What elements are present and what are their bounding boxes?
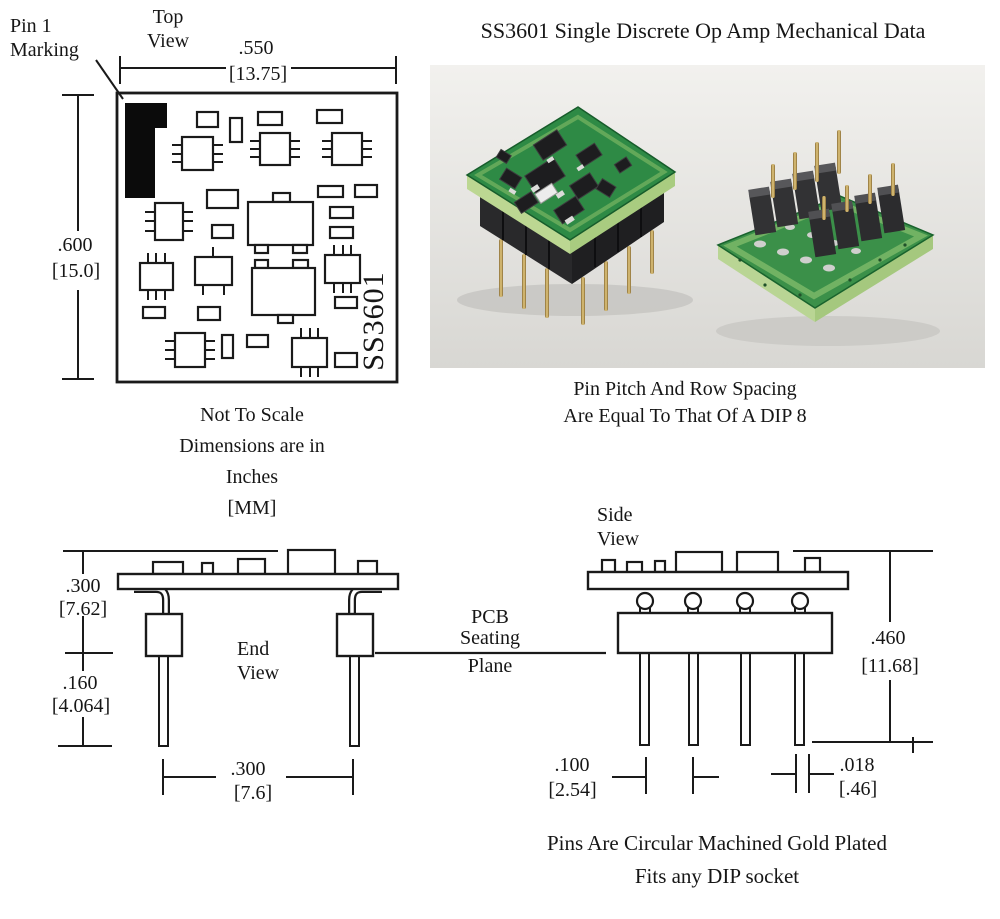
top-view-components [138, 108, 379, 369]
end-body-height-mm: [7.62] [58, 598, 108, 620]
pin1-marking-shape [125, 103, 167, 198]
pcb-cross-section [586, 570, 850, 591]
top-width-inches: .550 [238, 37, 274, 59]
board-silkscreen-text: SS3601 [357, 271, 390, 371]
pin1-marking-label: Pin 1 Marking [10, 15, 79, 61]
board-outline [115, 91, 399, 384]
side-pitch-mm: [2.54] [548, 779, 597, 801]
side-pin-diameter-mm: [.46] [838, 778, 878, 800]
pcb-cross-section [116, 572, 400, 591]
row-spacing-dimension-line [162, 759, 354, 795]
left-socket [144, 612, 184, 658]
top-height-mm: [15.0] [51, 260, 101, 282]
side-pin-diameter-inches: .018 [839, 754, 875, 776]
side-view-drawing [586, 550, 933, 794]
pin1-leader-line [95, 59, 124, 100]
end-pin-length-inches: .160 [62, 672, 98, 694]
pitch-dimension-line [612, 757, 719, 794]
photo-caption-line1: Pin Pitch And Row Spacing [573, 378, 797, 400]
photo-caption-line2: Are Equal To That Of A DIP 8 [563, 405, 807, 427]
side-view-label: Side View [597, 504, 640, 550]
ic-pins [145, 140, 372, 377]
solder-pads [508, 156, 585, 225]
end-row-spacing-inches: .300 [230, 758, 266, 780]
left-module-photo [465, 106, 677, 325]
footer-line2: Fits any DIP socket [634, 864, 800, 888]
smd-components [495, 129, 633, 225]
seating-plane-word-seating: Seating [460, 627, 520, 649]
end-row-spacing-mm: [7.6] [233, 782, 273, 804]
right-bent-lead [348, 585, 382, 614]
page-title: SS3601 Single Discrete Op Amp Mechanical… [480, 18, 926, 43]
side-overall-height-mm: [11.68] [861, 655, 919, 677]
end-view-drawing [58, 548, 400, 795]
end-view-label: End View [237, 638, 280, 684]
height-dimension-line [62, 94, 94, 380]
top-height-inches: .600 [57, 234, 93, 256]
top-view-drawing [62, 56, 399, 384]
vertical-dimension-lines [58, 551, 113, 747]
seating-plane-word-pcb: PCB [471, 606, 509, 628]
left-bent-lead [134, 585, 170, 614]
product-photo [430, 65, 985, 368]
gold-pins-down [499, 230, 654, 325]
width-dimension-line [119, 56, 397, 84]
footer-line1: Pins Are Circular Machined Gold Plated [546, 831, 888, 855]
seating-plane-word-plane: Plane [467, 655, 513, 677]
right-module-photo [716, 130, 935, 322]
overall-height-dimension-line [812, 551, 933, 753]
scale-note: Not To Scale Dimensions are in Inches [M… [179, 404, 325, 519]
top-view-label: Top View [146, 6, 190, 52]
top-width-mm: [13.75] [228, 63, 288, 85]
end-body-height-inches: .300 [65, 575, 101, 597]
pin-diameter-dimension-line [771, 754, 834, 793]
metal-can-component [534, 182, 559, 205]
side-pitch-inches: .100 [554, 754, 590, 776]
end-pin-length-mm: [4.064] [51, 695, 111, 717]
right-socket [335, 612, 375, 658]
pin-header-back-row [748, 162, 843, 236]
socket-body [616, 611, 834, 655]
side-overall-height-inches: .460 [870, 627, 906, 649]
gold-pins-up [771, 130, 895, 220]
